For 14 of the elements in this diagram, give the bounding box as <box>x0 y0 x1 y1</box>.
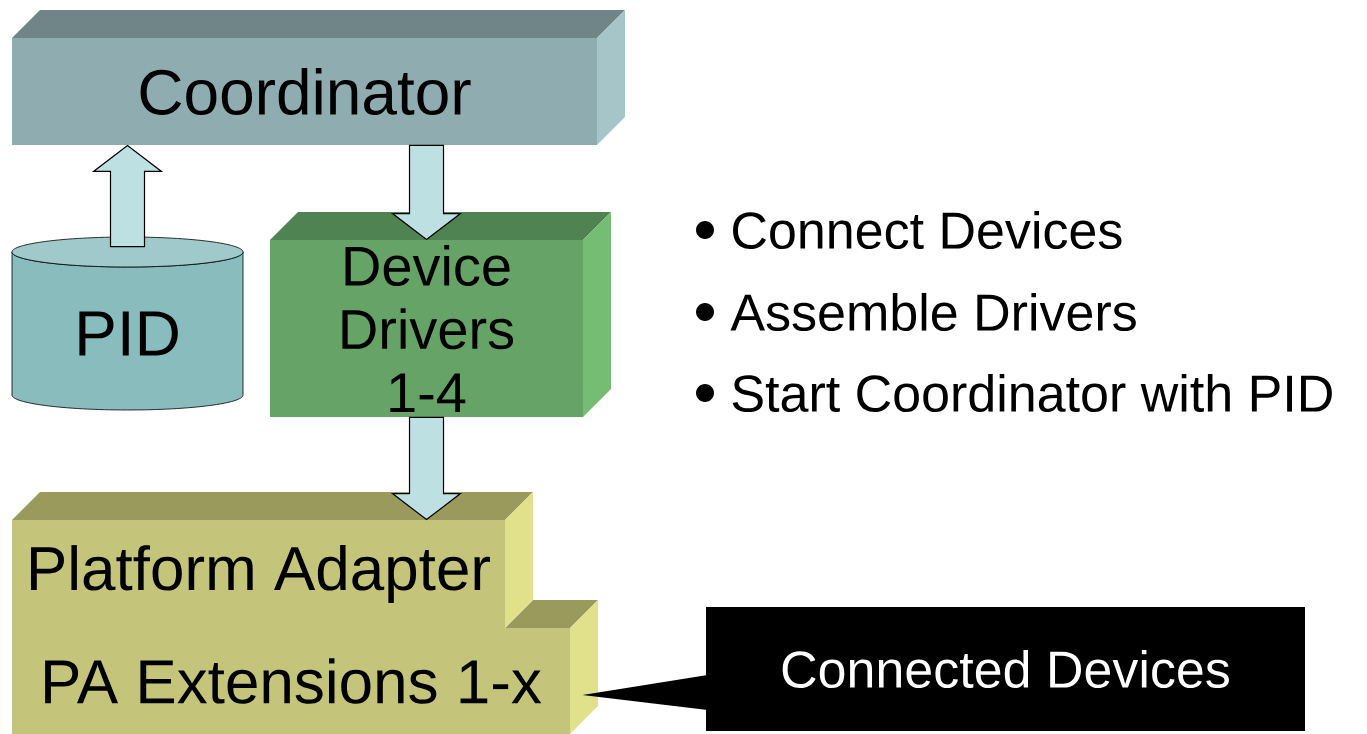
list-item: Assemble Drivers <box>730 292 1136 332</box>
adapter-block: Platform Adapter <box>12 492 533 628</box>
driver-block: Device Drivers 1-4 <box>270 212 611 417</box>
list-item: Start Coordinator with PID <box>732 373 1332 413</box>
block-arrow <box>390 144 463 241</box>
coordinator-block: Coordinator <box>12 10 625 145</box>
block-arrow <box>390 416 463 521</box>
block-arrow <box>91 144 164 248</box>
callout-box: Connected Devices <box>706 607 1305 731</box>
list-item: Connect Devices <box>733 210 1122 250</box>
callout-pointer <box>582 675 708 710</box>
node-label: Platform Adapter <box>30 545 491 603</box>
node-label: PA Extensions 1-x <box>45 658 542 704</box>
database-cylinder: PID <box>11 236 244 411</box>
